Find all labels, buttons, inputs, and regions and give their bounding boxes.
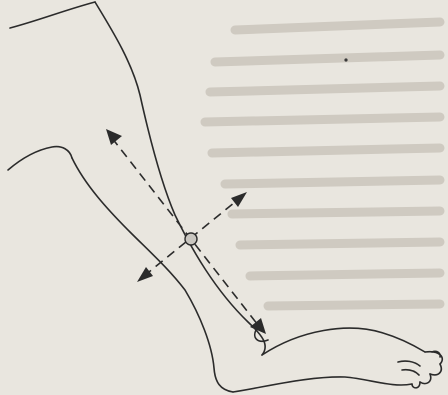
- toe-crease: [398, 361, 420, 366]
- knee-crease: [8, 147, 72, 170]
- shin-line: [95, 2, 265, 355]
- toe-3: [420, 374, 431, 384]
- leg-outline: [8, 2, 442, 392]
- foot-sole: [233, 377, 412, 392]
- thigh-top-edge: [10, 2, 95, 28]
- transverse-arrowhead-upper-right: [231, 192, 247, 207]
- foot-top: [262, 328, 425, 355]
- toe-crease-2: [402, 370, 419, 375]
- transverse-arrowhead-lower-left: [137, 267, 153, 282]
- toe-4: [412, 382, 420, 388]
- longitudinal-arrowhead-top: [106, 129, 122, 145]
- toe-2: [430, 364, 441, 375]
- longitudinal-axis-line: [112, 138, 258, 325]
- center-point: [185, 233, 197, 245]
